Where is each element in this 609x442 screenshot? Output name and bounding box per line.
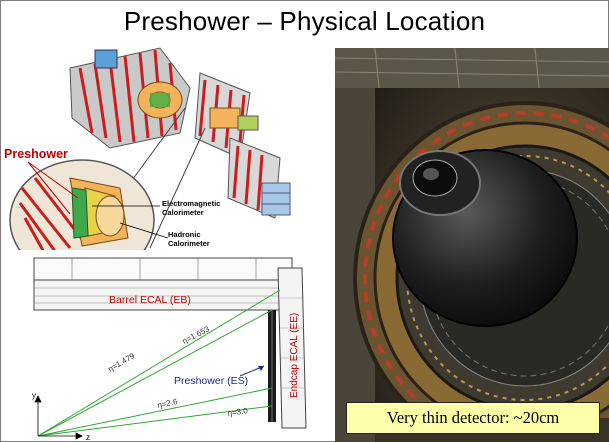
axes <box>34 395 83 440</box>
preshower-label: Preshower <box>4 147 68 161</box>
endcap-ecal-label: Endcap ECAL (EE) <box>289 313 300 398</box>
eta-26-label: η=2.6 <box>157 397 179 410</box>
hadronic-calorimeter-label-1: Hadronic <box>168 230 201 239</box>
preshower-es-label: Preshower (ES) <box>174 375 248 387</box>
axis-z-label: z <box>86 433 90 442</box>
em-calorimeter-label-1: Electromagnetic <box>162 199 220 208</box>
cms-detector-photo <box>335 48 609 442</box>
axis-y-label: y <box>32 391 36 400</box>
barrel-ecal: Barrel ECAL (EB) <box>33 257 293 311</box>
barrel-ecal-label: Barrel ECAL (EB) <box>109 294 191 306</box>
magnified-view <box>9 159 155 250</box>
eta-30-label: η=3.0 <box>227 406 249 418</box>
em-calorimeter-label-2: Calorimeter <box>162 208 204 217</box>
eta-1479-label: η=1.479 <box>107 351 137 374</box>
hadronic-calorimeter-label-2: Calorimeter <box>168 239 210 248</box>
exploded-detector <box>69 47 291 219</box>
eta-lines <box>37 289 281 437</box>
caption-box: Very thin detector: ~20cm <box>346 402 600 434</box>
preshower-es: Preshower (ES) <box>174 310 276 422</box>
endcap-ecal: Endcap ECAL (EE) <box>277 267 307 429</box>
slide-title: Preshower – Physical Location <box>123 6 486 36</box>
ecal-layout-schematic: Barrel ECAL (EB) Endcap ECAL (EE) Presho… <box>32 257 307 442</box>
cms-cutaway-diagram: Preshower Electromagnetic Calorimeter Ha… <box>4 47 291 250</box>
eta-1653-label: η=1.653 <box>181 324 212 345</box>
